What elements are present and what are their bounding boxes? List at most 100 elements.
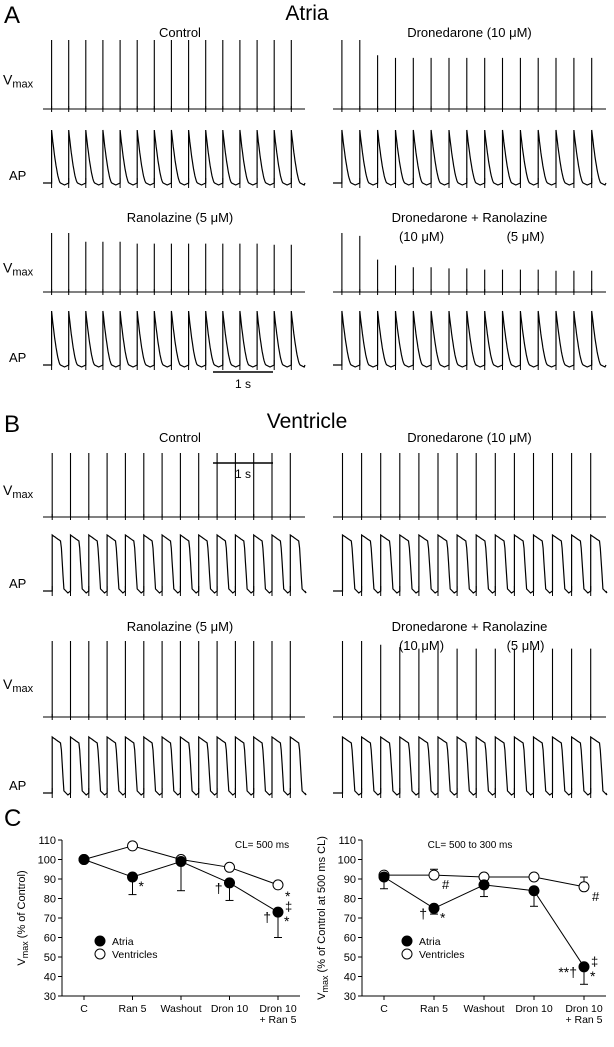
data-point: [378, 871, 390, 883]
vmax-trace: [333, 453, 606, 518]
ap-trace-label: AP: [9, 350, 26, 365]
vmax-label-main: V: [3, 676, 13, 692]
vmax-trace: [333, 40, 606, 110]
x-tick-label: Washout: [463, 1003, 504, 1015]
vmax-trace: [43, 641, 305, 718]
significance-mark: ‡: [285, 899, 292, 914]
quad-sublabel: (5 μM): [507, 229, 545, 244]
ap-trace: [43, 310, 306, 368]
legend-marker: [94, 948, 106, 960]
vmax-trace-label: Vmax: [3, 72, 34, 91]
data-point: [428, 869, 440, 881]
quad-label: Control: [159, 430, 201, 445]
significance-mark: †: [215, 880, 223, 896]
quad-sublabel: (10 μM): [399, 638, 444, 653]
vmax-label-sub: max: [12, 267, 33, 279]
significance-mark: ‡: [591, 954, 598, 969]
y-tick-label: 40: [44, 972, 56, 984]
data-point: [127, 871, 138, 883]
significance-mark: **†: [558, 964, 577, 980]
y-tick-label: 30: [44, 991, 56, 1003]
y-tick-label: 110: [338, 835, 356, 847]
vmax-trace-label: Vmax: [3, 676, 34, 695]
ap-trace: [43, 735, 307, 796]
y-tick-label: 100: [38, 855, 56, 867]
ap-trace-label: AP: [9, 168, 26, 183]
quad-label: Ranolazine (5 μM): [127, 210, 233, 225]
significance-mark: †: [419, 905, 427, 921]
ap-trace-label: AP: [9, 778, 26, 793]
quad-label: Dronedarone (10 μM): [407, 430, 532, 445]
ap-trace: [43, 533, 307, 594]
x-tick-label-line: Dron 10: [515, 1003, 553, 1015]
chart-annotation: CL= 500 ms: [235, 840, 289, 851]
quad-label: Dronedarone + Ranolazine: [392, 619, 548, 634]
legend-label: Atria: [419, 936, 441, 948]
data-point: [224, 861, 235, 873]
panel-a: A Atria: [4, 2, 329, 29]
x-tick-label-line: Washout: [463, 1003, 504, 1015]
chart-annotation: CL= 500 to 300 ms: [428, 840, 513, 851]
vmax-trace-label: Vmax: [3, 260, 34, 279]
ap-trace: [333, 735, 608, 796]
scale-bar-b-label: 1 s: [235, 467, 251, 481]
y-axis-label-ylabel_sub: max: [320, 975, 330, 993]
ap-trace: [43, 129, 306, 186]
y-axis-label-ylabel_main: V: [316, 992, 328, 1000]
y-axis-label-ylabel_main: V: [16, 958, 28, 966]
panel-b-title: Ventricle: [267, 410, 348, 433]
y-axis-label: Vmax (% of Control): [16, 870, 30, 965]
x-tick-label-line: Dron 10: [211, 1003, 249, 1015]
data-point: [272, 906, 284, 918]
quad-label: Dronedarone (10 μM): [407, 25, 532, 40]
vmax-label-main: V: [3, 72, 13, 88]
vmax-trace-label: Vmax: [3, 482, 34, 501]
data-point: [528, 885, 540, 897]
ap-trace: [333, 533, 608, 594]
quad-label: Dronedarone + Ranolazine: [392, 210, 548, 225]
vmax-label-sub: max: [12, 489, 33, 501]
legend-marker: [94, 935, 106, 947]
y-tick-label: 50: [344, 952, 356, 964]
vmax-label-main: V: [3, 482, 13, 498]
vmax-trace: [43, 233, 305, 293]
significance-mark: #: [592, 889, 600, 904]
legend-label: Ventricles: [419, 949, 465, 961]
quad-sublabel: (10 μM): [399, 229, 444, 244]
data-point: [428, 902, 440, 914]
data-point: [224, 877, 235, 889]
x-tick-label-line: Ran 5: [118, 1003, 146, 1015]
x-tick-label-line: + Ran 5: [259, 1014, 296, 1026]
x-tick-label-line: C: [80, 1003, 88, 1015]
y-tick-label: 70: [344, 913, 356, 925]
panel-c: C: [4, 805, 21, 832]
data-point: [127, 840, 138, 852]
ap-trace: [333, 310, 607, 368]
y-tick-label: 60: [44, 933, 56, 945]
y-tick-label: 110: [38, 835, 56, 847]
significance-mark: *: [440, 909, 446, 925]
vmax-trace: [43, 453, 305, 518]
y-tick-label: 40: [344, 972, 356, 984]
y-tick-label: 90: [44, 874, 56, 886]
data-point: [578, 881, 590, 893]
quad-label: Ranolazine (5 μM): [127, 619, 233, 634]
data-point: [272, 879, 284, 891]
vmax-label-main: V: [3, 260, 13, 276]
x-tick-label: C: [80, 1003, 88, 1015]
x-tick-label: Dron 10+ Ran 5: [259, 1003, 297, 1026]
legend-marker: [401, 948, 413, 960]
y-axis-label-ylabel_sub: max: [20, 941, 30, 959]
x-tick-label-line: C: [380, 1003, 388, 1015]
vmax-trace: [43, 40, 305, 110]
x-tick-label: Dron 10: [211, 1003, 249, 1015]
x-tick-label: Ran 5: [420, 1003, 448, 1015]
significance-mark: *: [139, 878, 145, 894]
panel-c-letter: C: [4, 805, 21, 832]
scale-bar-a-label: 1 s: [235, 377, 251, 391]
data-point: [478, 879, 490, 891]
legend-marker: [401, 935, 413, 947]
